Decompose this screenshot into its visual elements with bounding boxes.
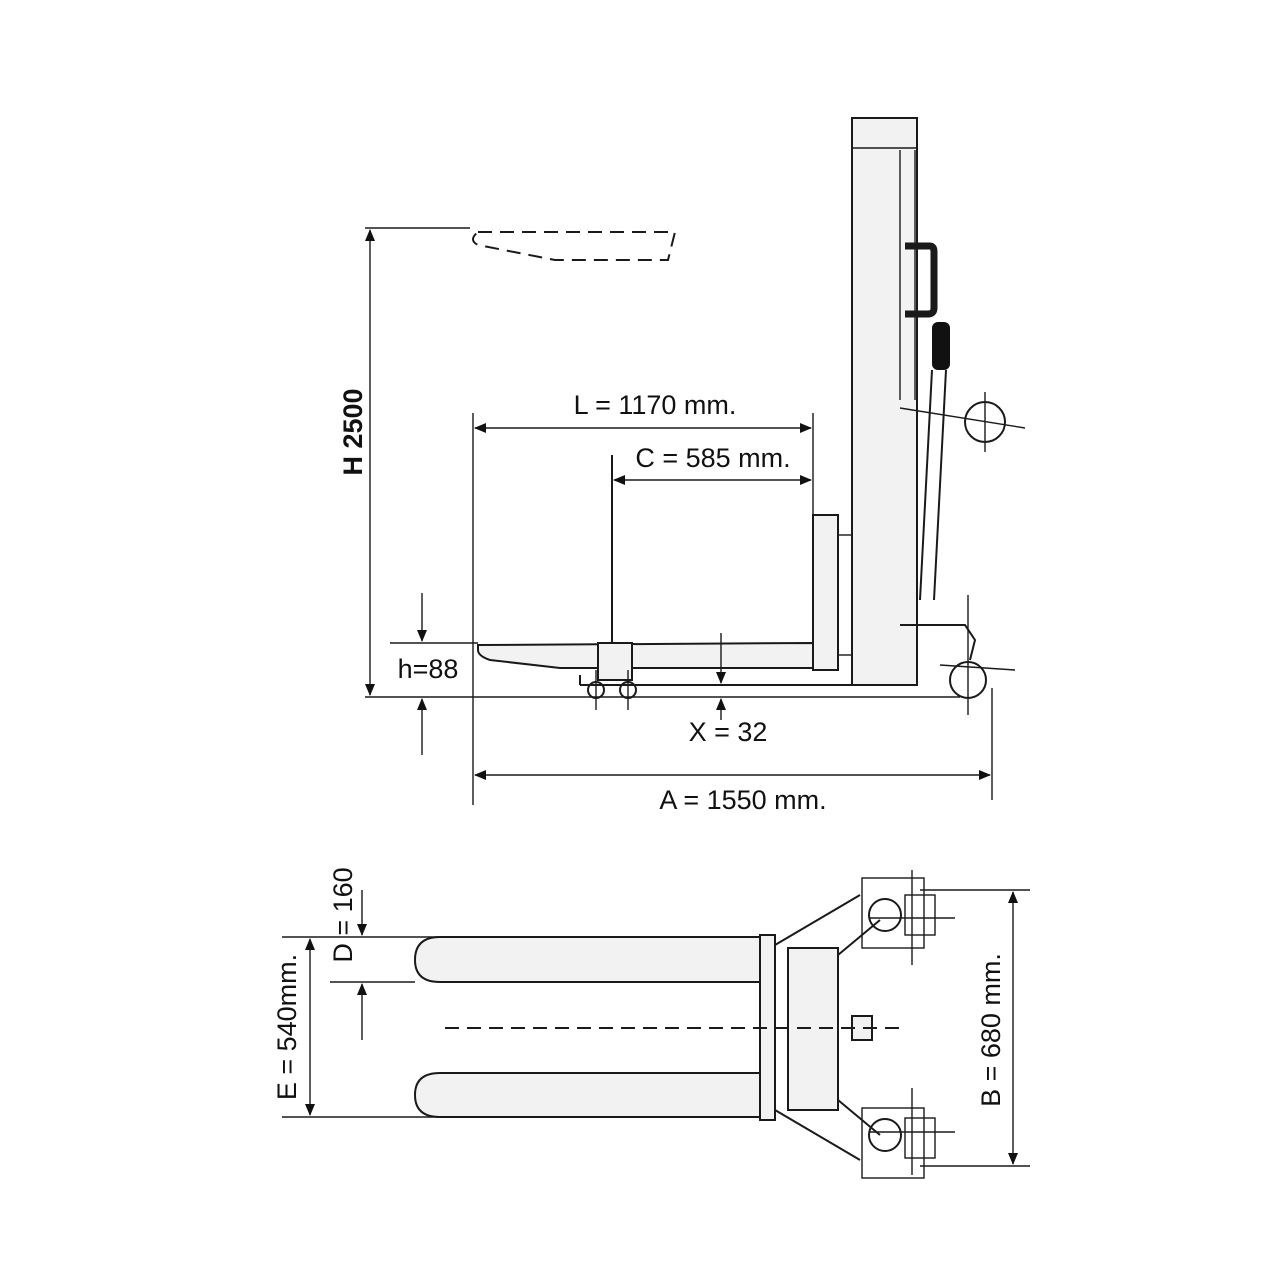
fork-length-label: L = 1170 mm. [574, 390, 737, 420]
fork-height-label: h=88 [398, 654, 459, 684]
fork-bottom [413, 1072, 770, 1118]
raised-fork-outline [472, 231, 677, 261]
fork-width-label: D = 160 [328, 867, 358, 962]
tiller [919, 369, 947, 601]
tiller-grip [932, 322, 950, 370]
backrest [812, 514, 839, 671]
top-view: B = 680 mm. E = 540mm. D = 160 [272, 867, 1030, 1179]
fork-spread-label: E = 540mm. [272, 954, 302, 1100]
fork [477, 641, 814, 669]
grab-handle [905, 242, 938, 318]
castor-bottom [861, 1088, 955, 1179]
side-view: H 2500 L = 1170 mm. C = 585 mm. h=88 X =… [338, 117, 1026, 815]
overall-width-label: B = 680 mm. [976, 953, 1006, 1107]
load-center-label: C = 585 mm. [635, 443, 790, 473]
overall-length-label: A = 1550 mm. [659, 785, 826, 815]
mast-chain [899, 150, 916, 400]
fork-top [413, 936, 770, 983]
mast [851, 117, 918, 686]
castor-top [861, 870, 955, 965]
height-label: H 2500 [338, 388, 368, 475]
ground-clearance-label: X = 32 [689, 717, 768, 747]
